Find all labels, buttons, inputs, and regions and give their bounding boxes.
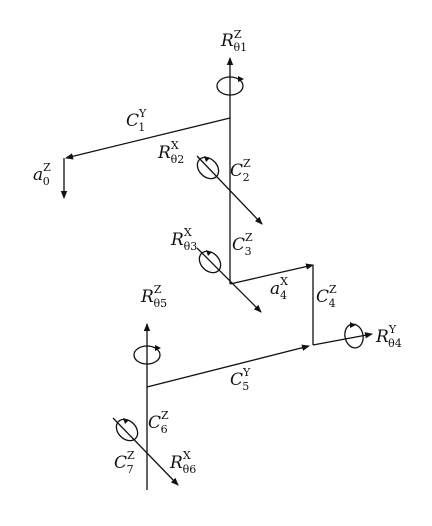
rotation-theta4-icon: [344, 322, 364, 349]
link-a4-line: [229, 263, 314, 285]
rotation-theta3-icon: [198, 250, 222, 274]
chain-lines: [60, 57, 373, 490]
link-c1-line: [65, 117, 231, 160]
axis-theta3-line: [196, 247, 262, 313]
axis-theta4-line: [312, 332, 373, 346]
axis-theta2-line: [196, 155, 263, 225]
rotation-symbols: [115, 76, 364, 442]
rotation-theta1-icon: [216, 76, 244, 96]
rotation-theta2-icon: [196, 156, 220, 180]
link-c5-line: [146, 344, 310, 388]
rotation-theta5-icon: [133, 345, 161, 365]
axis-theta6-line: [112, 417, 179, 486]
rotation-theta6-icon: [115, 418, 139, 442]
